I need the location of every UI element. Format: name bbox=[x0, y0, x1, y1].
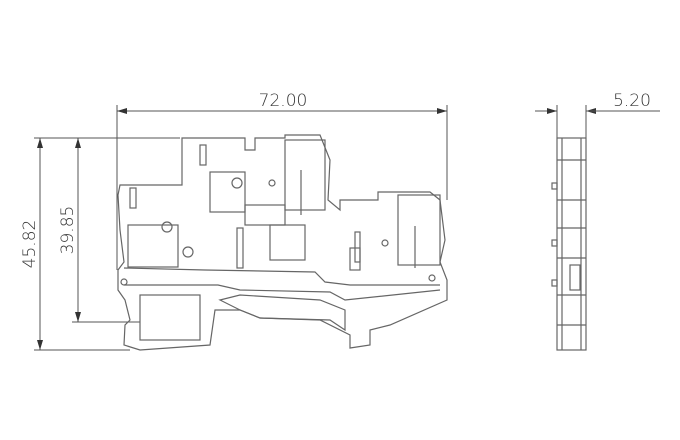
thickness-dimension: 5.20 bbox=[535, 91, 660, 138]
width-dimension: 72.00 bbox=[116, 91, 448, 270]
width-dimension-label: 72.00 bbox=[259, 91, 308, 111]
thickness-label: 5.20 bbox=[613, 91, 651, 111]
rail-height-label: 39.85 bbox=[58, 206, 78, 255]
terminal-block-side-view bbox=[551, 137, 587, 351]
terminal-block-front-view bbox=[117, 134, 448, 351]
total-height-dimension: 45.82 bbox=[20, 137, 180, 351]
total-height-label: 45.82 bbox=[20, 220, 40, 269]
